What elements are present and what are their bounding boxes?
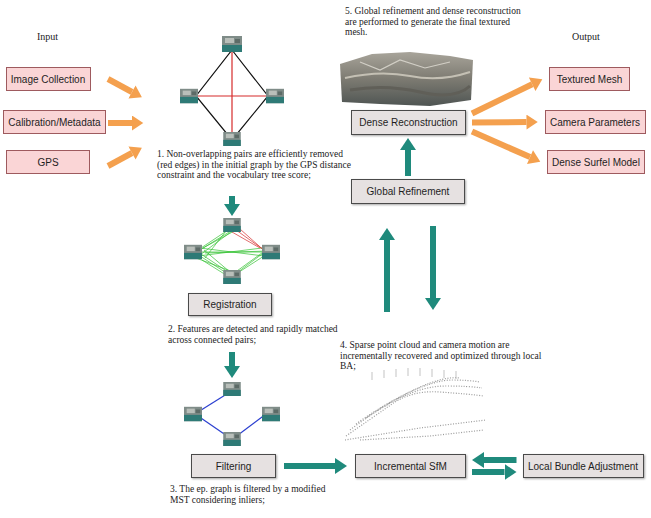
column-heading: Output xyxy=(572,31,600,42)
illustration-part xyxy=(456,371,457,379)
terrain xyxy=(340,52,473,106)
illustration-part xyxy=(232,232,260,248)
image-thumbnail xyxy=(223,432,241,446)
process-box: Incremental SfM xyxy=(355,454,466,478)
process-box: Global Refinement xyxy=(351,179,465,204)
image-thumbnail xyxy=(262,245,280,259)
io-box: GPS xyxy=(6,150,90,174)
io-box: Textured Mesh xyxy=(549,67,630,91)
sparse-point-cloud xyxy=(345,368,486,440)
process-box: Local Bundle Adjustment xyxy=(523,454,644,478)
step-note: 1. Non-overlapping pairs are efficiently… xyxy=(157,149,352,181)
terrain-ridge xyxy=(350,86,470,95)
point-row xyxy=(356,380,480,424)
illustration-part xyxy=(205,251,268,253)
image-thumbnail xyxy=(222,36,242,52)
column-heading: Input xyxy=(37,31,58,42)
loop-arrow xyxy=(384,240,390,312)
illustration-part xyxy=(198,230,228,250)
image-thumbnail xyxy=(223,132,241,146)
box-label: Textured Mesh xyxy=(557,74,623,85)
flow-arrow xyxy=(472,119,527,125)
image-thumbnail xyxy=(262,407,280,421)
process-box: Filtering xyxy=(191,454,276,478)
camera-marks xyxy=(372,368,456,380)
input-arrow xyxy=(108,153,132,166)
box-label: Filtering xyxy=(216,461,252,472)
terrain-ridge xyxy=(360,60,450,70)
illustration-part xyxy=(408,368,409,376)
image-thumbnail xyxy=(223,218,241,232)
box-label: GPS xyxy=(37,157,58,168)
illustration-part xyxy=(396,369,397,377)
loop-arrow xyxy=(430,226,436,298)
io-box: Camera Parameters xyxy=(545,110,646,134)
removed-edge xyxy=(196,95,268,96)
box-label: Camera Parameters xyxy=(550,117,640,128)
box-label: Dense Reconstruction xyxy=(359,117,457,128)
point-row xyxy=(345,420,486,440)
flow-arrow xyxy=(284,463,335,469)
illustration-part xyxy=(432,369,433,377)
box-label: Incremental SfM xyxy=(374,461,447,472)
removed-edge xyxy=(231,50,232,140)
flow-arrow xyxy=(472,84,532,113)
point-row xyxy=(366,378,460,418)
mst-edges xyxy=(198,392,266,438)
step-note: 4. Sparse point cloud and camera motion … xyxy=(340,340,545,372)
flow-arrow xyxy=(229,352,235,366)
box-label: Local Bundle Adjustment xyxy=(528,461,638,472)
illustration-part xyxy=(420,368,421,376)
image-thumbnail xyxy=(180,89,198,103)
terrain-ridge xyxy=(345,72,470,78)
step-note: 3. The ep. graph is filtered by a modifi… xyxy=(170,484,340,505)
point-row xyxy=(360,430,484,440)
io-box: Calibration/Metadata xyxy=(3,110,106,134)
flow-arrow xyxy=(484,457,517,463)
input-arrows xyxy=(108,79,132,166)
image-thumbnail xyxy=(223,270,241,284)
box-label: Calibration/Metadata xyxy=(8,117,100,128)
io-box: Dense Surfel Model xyxy=(547,150,645,174)
illustration-part xyxy=(372,372,373,380)
point-row xyxy=(350,386,482,430)
illustration-part xyxy=(238,254,262,272)
box-label: Image Collection xyxy=(11,74,85,85)
process-box: Registration xyxy=(188,293,272,316)
image-thumbnail xyxy=(266,89,284,103)
initial-graph xyxy=(180,36,284,146)
filtered-graph xyxy=(184,382,280,446)
box-label: Registration xyxy=(203,299,256,310)
box-label: Global Refinement xyxy=(367,186,450,197)
match-lines xyxy=(195,229,268,276)
step-note: 2. Features are detected and rapidly mat… xyxy=(168,324,346,345)
illustration-part xyxy=(384,370,385,378)
illustration-part xyxy=(444,370,445,378)
step-note: 5. Global refinement and dense reconstru… xyxy=(345,6,523,38)
io-box: Image Collection xyxy=(6,67,91,91)
flow-arrow xyxy=(472,469,505,475)
input-arrow xyxy=(108,79,132,92)
graph-edges xyxy=(196,50,268,140)
box-label: Dense Surfel Model xyxy=(552,157,640,168)
input-arrow xyxy=(108,120,132,126)
process-box: Dense Reconstruction xyxy=(351,110,466,135)
flow-arrow xyxy=(405,150,411,176)
image-thumbnail xyxy=(223,382,241,396)
image-thumbnail xyxy=(184,407,202,421)
textured-mesh-render xyxy=(340,52,473,106)
image-thumbnail xyxy=(184,245,202,259)
flow-arrow xyxy=(472,132,530,158)
match-graph xyxy=(184,218,280,284)
illustration-part xyxy=(202,260,226,275)
flow-arrow xyxy=(229,196,235,204)
